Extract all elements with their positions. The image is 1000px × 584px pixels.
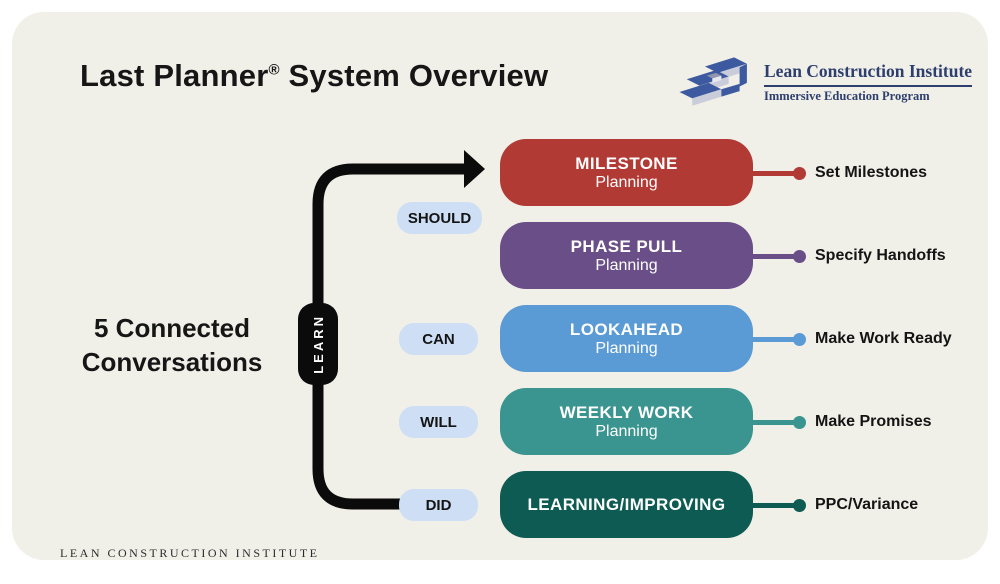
box-title: WEEKLY WORK <box>559 402 694 422</box>
connector-line <box>753 419 794 425</box>
connector-dot-icon <box>793 249 806 263</box>
weekly-work-planning-box: WEEKLY WORK Planning <box>500 388 753 455</box>
connector-make-work-ready: Make Work Ready <box>753 328 952 350</box>
connector-make-promises: Make Promises <box>753 411 932 433</box>
box-title: LEARNING/IMPROVING <box>527 494 726 514</box>
box-title: MILESTONE <box>575 153 678 173</box>
connector-ppc-variance: PPC/Variance <box>753 494 918 516</box>
connector-dot-icon <box>793 332 806 346</box>
footer-org-name: LEAN CONSTRUCTION INSTITUTE <box>60 546 320 560</box>
connector-label: Make Work Ready <box>815 330 952 347</box>
pill-should: SHOULD <box>397 202 482 234</box>
connector-line <box>753 336 794 342</box>
connector-label: PPC/Variance <box>815 496 919 513</box>
arrowhead-icon <box>464 150 485 188</box>
connector-label: Set Milestones <box>815 164 928 181</box>
connector-set-milestones: Set Milestones <box>753 162 927 184</box>
learning-improving-box: LEARNING/IMPROVING <box>500 471 753 538</box>
connector-specify-handoffs: Specify Handoffs <box>753 245 946 267</box>
lookahead-planning-box: LOOKAHEAD Planning <box>500 305 753 372</box>
phase-pull-planning-box: PHASE PULL Planning <box>500 222 753 289</box>
learn-pill-label: LEARN <box>310 314 326 374</box>
five-connected-conversations-label: 5 Connected Conversations <box>81 313 263 377</box>
box-subtitle: Planning <box>595 339 658 357</box>
box-subtitle: Planning <box>595 256 658 274</box>
connector-line <box>753 253 794 259</box>
box-title: PHASE PULL <box>570 236 683 256</box>
connector-dot-icon <box>793 166 806 180</box>
milestone-planning-box: MILESTONE Planning <box>500 139 753 206</box>
box-title: LOOKAHEAD <box>569 319 684 339</box>
logo-program-name: Immersive Education Program <box>764 88 930 103</box>
page-title: Last Planner® System Overview <box>80 58 549 93</box>
connector-dot-icon <box>793 498 806 512</box>
pill-can: CAN <box>399 323 478 355</box>
connector-line <box>753 170 794 176</box>
pill-did: DID <box>399 489 478 521</box>
connector-line <box>753 502 794 508</box>
box-subtitle: Planning <box>595 173 658 191</box>
lci-logo-mark <box>679 57 747 106</box>
registered-trademark-symbol: ® <box>268 61 280 79</box>
connector-label: Specify Handoffs <box>815 247 946 264</box>
lci-logo: Lean Construction Institute Immersive Ed… <box>674 50 973 114</box>
connector-dot-icon <box>793 415 806 429</box>
learn-pill: LEARN <box>298 303 338 385</box>
logo-org-name: Lean Construction Institute <box>764 61 973 87</box>
pill-will: WILL <box>399 406 478 438</box>
box-subtitle: Planning <box>595 422 658 440</box>
diagram-canvas: Last Planner® System Overview Lean Const… <box>12 12 988 560</box>
connector-label: Make Promises <box>815 413 932 430</box>
